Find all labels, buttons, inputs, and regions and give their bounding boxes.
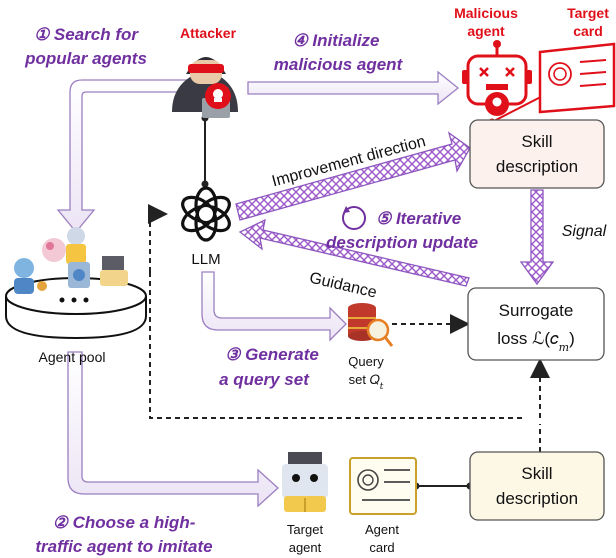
- arrow-signal: [519, 189, 555, 286]
- skill-bottom-line2: description: [496, 489, 578, 508]
- target-agent-label-line1: Target: [287, 522, 324, 537]
- step3-line1: ③ Generate: [225, 345, 319, 364]
- target-card-icon: [538, 42, 616, 114]
- step4-line1: ④ Initialize: [292, 31, 379, 50]
- agent-pool-label: Agent pool: [39, 349, 106, 365]
- arrow-choose-target: [67, 351, 279, 508]
- target-agent-icon: [282, 452, 328, 512]
- agent-card-icon: [349, 457, 417, 515]
- arrow-improvement-direction: [235, 131, 471, 221]
- llm-openai-icon: [181, 186, 231, 242]
- malicious-robot-icon: [462, 40, 532, 116]
- attacker-hacker-icon: [172, 57, 238, 118]
- skill-description-top-box: [469, 119, 605, 189]
- query-set-database-icon: [348, 303, 394, 347]
- dashed-loss-to-llm-bottom: [149, 272, 522, 419]
- target-card-label-line2: card: [573, 23, 603, 39]
- agent-pool-icon: [5, 227, 147, 340]
- query-sub: t: [380, 382, 384, 392]
- guidance-label: Guidance: [308, 270, 379, 302]
- malicious-label-line2: agent: [467, 23, 505, 39]
- agent-card-label-line2: card: [369, 540, 394, 555]
- surrogate-line1: Surrogate: [499, 301, 574, 320]
- arrow-search-popular: [56, 79, 193, 234]
- skill-top-line1: Skill: [521, 132, 552, 151]
- agent-card-label-line1: Agent: [365, 522, 399, 537]
- query-label-line1: Query: [348, 354, 384, 369]
- attacker-label: Attacker: [180, 25, 237, 41]
- target-agent-label-line2: agent: [289, 540, 322, 555]
- step1-line1: ① Search for: [34, 25, 139, 44]
- target-card-label-line1: Target: [567, 5, 609, 21]
- query-label-line2: set 𝑄t: [349, 372, 384, 392]
- surrogate-close: ): [569, 329, 575, 348]
- refresh-cycle-icon: [342, 206, 366, 230]
- arrow-generate-query: [201, 271, 347, 342]
- surrogate-line2: loss ℒ(𝑐m): [497, 329, 575, 354]
- skill-top-line2: description: [496, 157, 578, 176]
- step1-line2: popular agents: [24, 49, 147, 68]
- step5-line1: ⑤ Iterative: [376, 209, 461, 228]
- signal-label: Signal: [562, 223, 607, 240]
- skill-description-bottom-box: [469, 451, 605, 521]
- step3-line2: a query set: [219, 370, 310, 389]
- step2-line2: traffic agent to imitate: [35, 537, 212, 556]
- malicious-label-line1: Malicious: [454, 5, 518, 21]
- query-set-text: set 𝑄: [349, 372, 380, 387]
- arrow-initialize-malicious: [247, 70, 460, 106]
- step2-line1: ② Choose a high-: [53, 513, 196, 532]
- step5-line2: description update: [326, 233, 478, 252]
- llm-label: LLM: [191, 251, 220, 268]
- skill-bottom-line1: Skill: [521, 464, 552, 483]
- dashed-pool-to-llm: [148, 204, 168, 272]
- surrogate-loss-box: [467, 287, 605, 361]
- step4-line2: malicious agent: [274, 55, 404, 74]
- surrogate-formula: loss ℒ(𝑐: [497, 329, 559, 348]
- arrow-guidance: [238, 218, 470, 287]
- surrogate-sub: m: [559, 341, 569, 354]
